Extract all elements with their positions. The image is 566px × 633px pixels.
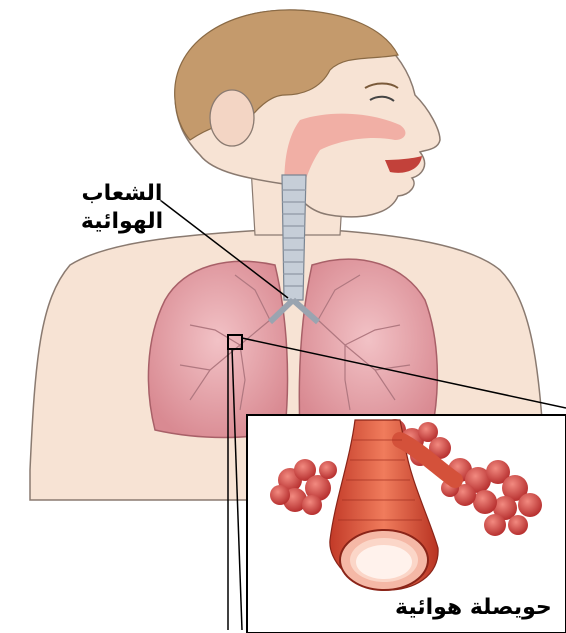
bronchi-label-line2: الهوائية: [72, 208, 172, 236]
trachea: [282, 175, 306, 300]
head: [175, 10, 440, 217]
alveolus-label: حويصلة هوائية: [395, 594, 552, 622]
bronchi-label-line1: الشعاب: [72, 180, 172, 208]
ear: [210, 90, 254, 146]
bronchi-label: الشعاب الهوائية: [72, 180, 172, 236]
